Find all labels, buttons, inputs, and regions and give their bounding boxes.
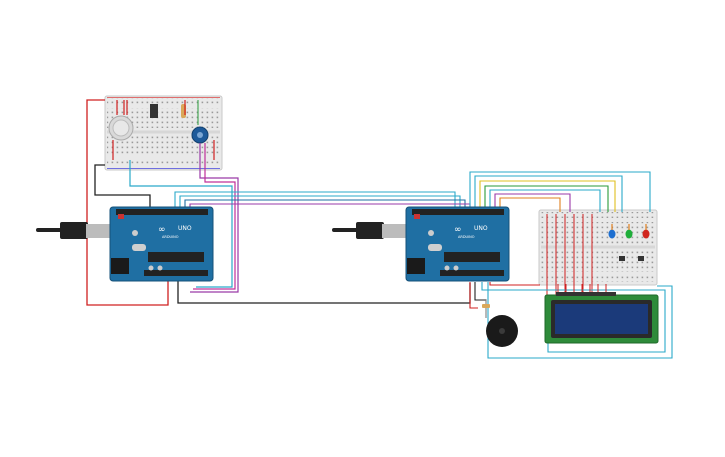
power-jack-left (111, 258, 129, 274)
resistor-buzzer (482, 304, 490, 308)
arduino-left[interactable]: ∞ UNO ARDUINO (36, 206, 214, 282)
reset-button-right[interactable] (414, 214, 420, 219)
usb-port-left (86, 224, 110, 238)
usb-port-right (382, 224, 406, 238)
reset-button-left[interactable] (118, 214, 124, 219)
led-blue[interactable] (608, 224, 616, 239)
tilt-switch[interactable] (150, 104, 158, 118)
arduino-right[interactable]: ∞ UNO ARDUINO (332, 206, 510, 282)
wire-power-left (86, 99, 169, 306)
lcd-screen (555, 304, 648, 334)
svg-text:∞: ∞ (158, 225, 166, 235)
wire-gnd-left (94, 164, 151, 210)
usb-plug-left (60, 222, 88, 239)
chip-right (444, 252, 500, 262)
led-green[interactable] (625, 224, 633, 239)
potentiometer[interactable] (191, 126, 209, 144)
breadboard-right[interactable] (538, 209, 658, 286)
chip-left (148, 252, 204, 262)
model-label-left: UNO (178, 225, 192, 232)
brand-label-right: ARDUINO (458, 235, 475, 239)
gas-sensor[interactable] (108, 115, 134, 141)
led-red[interactable] (642, 224, 650, 239)
breadboard-left[interactable] (104, 95, 223, 171)
power-jack-right (407, 258, 425, 274)
pushbutton-2[interactable] (638, 256, 644, 261)
usb-plug-right (356, 222, 384, 239)
lcd-display[interactable] (544, 284, 659, 344)
buzzer[interactable] (482, 300, 518, 347)
model-label-right: UNO (474, 225, 488, 232)
svg-text:∞: ∞ (454, 225, 462, 235)
brand-label-left: ARDUINO (162, 235, 179, 239)
pushbutton-1[interactable] (619, 256, 625, 261)
